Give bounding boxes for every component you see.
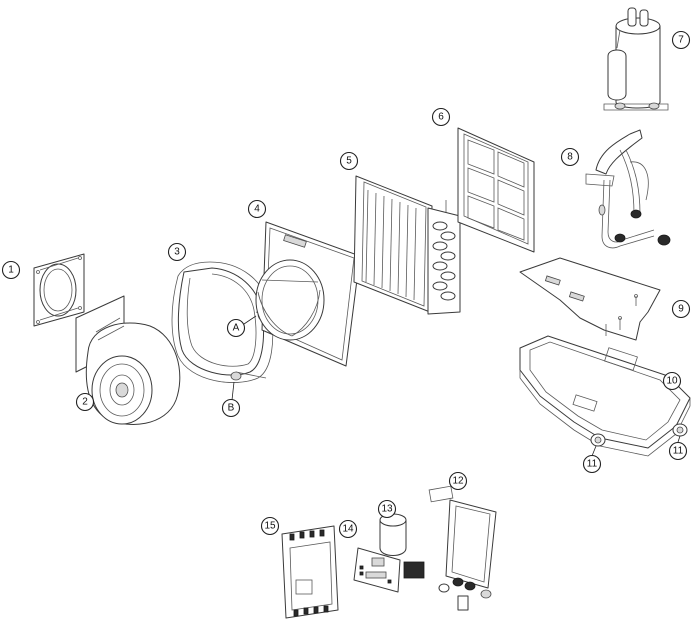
callout-8: 8 bbox=[560, 147, 580, 167]
callout-13-label: 13 bbox=[381, 504, 393, 515]
part-11-drain-fitting-left bbox=[590, 433, 606, 447]
callout-5: 5 bbox=[339, 151, 359, 171]
callout-4: 4 bbox=[247, 199, 267, 219]
callout-7: 7 bbox=[671, 30, 691, 50]
part-5-coil bbox=[353, 175, 461, 315]
callout-6-label: 6 bbox=[438, 112, 444, 123]
callout-15-label: 15 bbox=[264, 521, 276, 532]
part-14-control-board bbox=[353, 547, 425, 593]
callout-b: B bbox=[221, 381, 241, 418]
callout-15: 15 bbox=[260, 516, 280, 536]
callout-11-right-label: 11 bbox=[673, 446, 684, 457]
callout-13: 13 bbox=[377, 499, 397, 519]
part-4-fan-shroud bbox=[255, 221, 361, 367]
callout-a-label: A bbox=[233, 323, 240, 334]
callout-11-left: 11 bbox=[582, 445, 602, 474]
part-1-duct-flange bbox=[33, 253, 85, 327]
callout-1: 1 bbox=[1, 260, 21, 280]
part-7-compressor bbox=[603, 7, 669, 111]
callout-10-label: 10 bbox=[666, 376, 678, 387]
callout-1-label: 1 bbox=[8, 265, 14, 276]
callout-3: 3 bbox=[167, 242, 187, 262]
callout-5-label: 5 bbox=[346, 156, 352, 167]
part-15-electrical-module bbox=[281, 525, 339, 619]
callout-11-left-label: 11 bbox=[587, 459, 598, 470]
callout-6: 6 bbox=[431, 107, 451, 127]
part-6-filter-grille bbox=[457, 127, 535, 253]
part-10-drain-pan bbox=[519, 335, 691, 457]
callout-2: 2 bbox=[75, 392, 95, 412]
callout-b-label: B bbox=[228, 403, 235, 414]
callout-12-label: 12 bbox=[452, 476, 464, 487]
part-11-drain-fitting-right bbox=[672, 423, 688, 437]
part-8-tubing bbox=[585, 129, 671, 249]
part-12-control-bracket bbox=[428, 485, 497, 611]
callout-9-label: 9 bbox=[678, 304, 684, 315]
callout-4-label: 4 bbox=[254, 204, 260, 215]
part-2-blower bbox=[75, 295, 181, 425]
callout-9: 9 bbox=[671, 299, 691, 319]
callout-12: 12 bbox=[448, 471, 468, 491]
callout-14-label: 14 bbox=[342, 524, 354, 535]
callout-8-label: 8 bbox=[567, 152, 573, 163]
callout-11-right: 11 bbox=[668, 435, 688, 461]
callout-a: A bbox=[226, 315, 257, 338]
callout-2-label: 2 bbox=[82, 397, 88, 408]
part-3-heater-coil bbox=[171, 261, 274, 383]
callout-3-label: 3 bbox=[174, 247, 180, 258]
callout-7-label: 7 bbox=[678, 35, 684, 46]
part-9-base-plate bbox=[519, 257, 661, 341]
callout-14: 14 bbox=[338, 519, 358, 539]
callout-10: 10 bbox=[662, 371, 682, 391]
